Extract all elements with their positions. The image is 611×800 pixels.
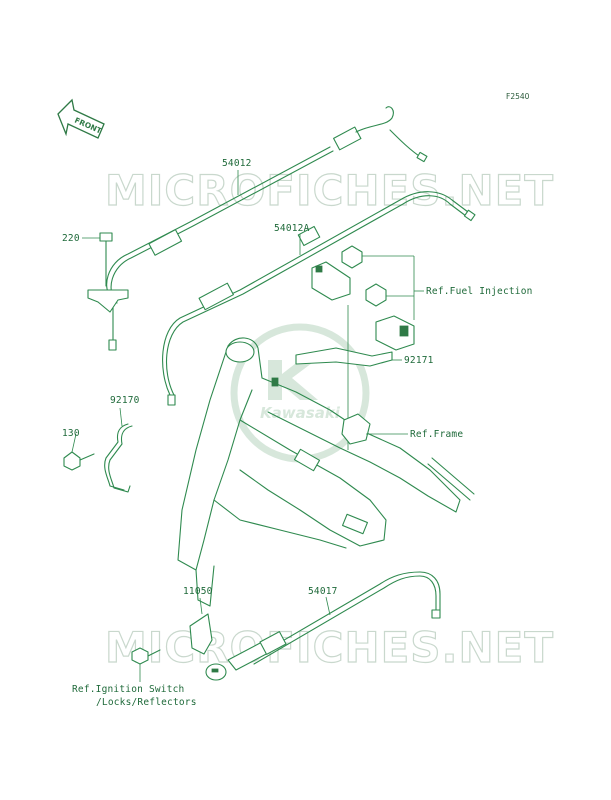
callout-ref-ignition-switch: Ref.Ignition Switch	[72, 684, 184, 695]
front-arrow-icon: FRONT	[57, 98, 105, 139]
callout-ref-fuel-injection: Ref.Fuel Injection	[426, 286, 533, 297]
bolt-130: 130	[62, 428, 95, 471]
callout-11050: 11050	[183, 586, 213, 597]
callout-54017: 54017	[308, 586, 338, 597]
callout-54012a: 54012A	[274, 223, 310, 234]
clip-92170: 92170	[104, 395, 140, 493]
throttle-cable-54012a: 54012A	[162, 191, 476, 406]
callout-ref-locks-reflectors: /Locks/Reflectors	[96, 697, 197, 708]
callout-220: 220	[62, 233, 80, 244]
cable-54017: 54017	[205, 571, 441, 681]
callout-130: 130	[62, 428, 80, 439]
svg-text:MICROFICHES.NET: MICROFICHES.NET	[105, 623, 554, 672]
watermark-top: MICROFICHES.NET	[104, 165, 554, 215]
svg-text:MICROFICHES.NET: MICROFICHES.NET	[105, 166, 554, 215]
callout-92170: 92170	[110, 395, 140, 406]
bolt-220: 220	[62, 232, 129, 313]
frame: Ref.Frame	[177, 337, 475, 607]
callout-54012: 54012	[222, 158, 252, 169]
svg-text:Kawasaki: Kawasaki	[260, 404, 341, 422]
sensor-assembly: Ref.Fuel Injection	[311, 245, 533, 351]
bracket-11050: 11050	[183, 586, 213, 655]
figure-code: F2540	[506, 92, 530, 101]
watermark-bottom: MICROFICHES.NET	[104, 622, 554, 672]
ignition-fastener: Ref.Ignition Switch /Locks/Reflectors	[72, 647, 197, 708]
throttle-cable-54012: 54012	[106, 106, 428, 351]
callout-92171: 92171	[404, 355, 434, 366]
callout-ref-frame: Ref.Frame	[410, 429, 463, 440]
